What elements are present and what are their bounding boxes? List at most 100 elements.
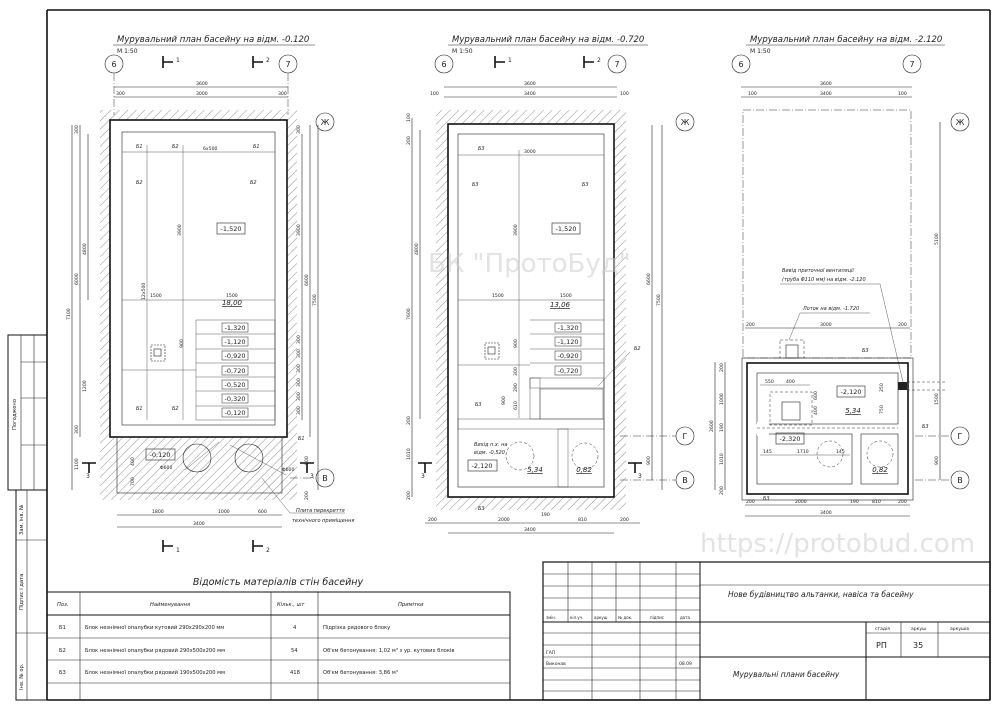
pool-wall <box>746 362 909 495</box>
drawing-line <box>554 365 582 376</box>
drawing-label: 300 <box>296 335 302 344</box>
drawing-label: М 1:50 <box>750 48 771 55</box>
drawing-label: 200 <box>620 517 629 523</box>
drawing-label: Б2 <box>172 144 179 150</box>
drawing-label: 290 <box>513 383 519 392</box>
drawing-label: 145 <box>836 449 845 455</box>
drawing-line <box>950 112 970 132</box>
plan-title: Мурувальний план басейну на відм. -0.720 <box>452 35 644 45</box>
drawing-label: 1710 <box>797 449 809 455</box>
drawing-label: Блок незнімної опалубки кутовий 290х290х… <box>85 624 224 631</box>
drawing-line <box>898 382 907 390</box>
drawing-line <box>434 54 454 74</box>
drawing-line <box>816 440 844 468</box>
drawing-label: 6600 <box>646 273 652 285</box>
drawing-line <box>182 443 212 473</box>
drawing-line <box>757 422 769 436</box>
header-pos: Поз. <box>57 602 68 608</box>
drawing-label: 200 <box>746 322 755 328</box>
drawing-label: Б1 <box>136 144 143 150</box>
title-block: змін. кіл.уч. аркуш № док. підпис дата Г… <box>542 561 991 701</box>
drawing-label: Б3 <box>763 496 770 502</box>
section-marks: 1 2 1 2 3 3 <box>82 56 314 554</box>
drawing-label: Блок незнімної опалубки рядовий 290х500х… <box>85 647 225 654</box>
drawing-label: 5,34 <box>527 466 543 474</box>
drawing-label: 1200 <box>82 380 88 392</box>
drawing-label: 200 <box>428 517 437 523</box>
drawing-label: 6000 <box>74 273 80 285</box>
side-stamp: Погоджено Зам. інв. № Підпис і дата Інв.… <box>7 334 48 701</box>
drawing-label: 3900 <box>513 224 519 236</box>
drawing-label: 300 <box>296 349 302 358</box>
drawing-line <box>675 112 695 132</box>
table-title: Відомість матеріалів стін басейну <box>193 577 364 588</box>
pool-wall <box>447 123 615 498</box>
drawing-label: Блок незнімної опалубки рядовий 190х500х… <box>85 669 225 676</box>
drawing-label: 2 <box>266 57 270 64</box>
drawing-label: 190 <box>541 512 550 518</box>
drawing-line <box>46 591 511 701</box>
slab-note: Плита перекриття <box>296 508 345 514</box>
drawing-line <box>756 433 853 485</box>
drawing-line <box>785 344 799 359</box>
drawing-line <box>505 441 535 471</box>
drawing-label: 250 <box>879 383 885 392</box>
drawing-label: 2000 <box>498 517 510 523</box>
drawing-line <box>542 561 991 701</box>
drawing-label: Б3 <box>582 182 589 188</box>
drawing-label: Б3 <box>478 506 485 512</box>
drawing-label: 1010 <box>406 448 412 460</box>
drawing-label: Об'єм бетонування: 1,02 м³ з ур. кутових… <box>323 648 454 654</box>
drawing-line <box>879 283 904 383</box>
drawing-line <box>315 468 335 488</box>
drawing-label: 3600 <box>820 81 832 87</box>
drawing-label: 3600 <box>196 81 208 87</box>
drawing-label: 100 <box>430 91 439 97</box>
drawing-label: 100 <box>620 91 629 97</box>
pool-elevation: -1,520 <box>221 225 242 233</box>
drawing-label: 1000 <box>719 393 725 405</box>
drawing-label: 4800 <box>82 243 88 255</box>
drawing-line <box>216 222 246 235</box>
drawing-line <box>554 322 582 333</box>
drawing-label: 54 <box>291 648 298 654</box>
drawing-label: аркуш <box>911 627 926 632</box>
drawing-label: Б3 <box>59 670 66 676</box>
drawing-label: 750 <box>879 405 885 414</box>
plan-title: Мурувальний план басейну на відм. -0.120 <box>117 35 309 45</box>
drawing-line <box>221 393 249 404</box>
drawing-label: 3400 <box>524 91 536 97</box>
drawing-label: 3900 <box>296 224 302 236</box>
drawing-label: 300 <box>74 425 80 434</box>
drawing-label: -1,320 <box>558 324 579 332</box>
drawing-label: Б3 <box>472 182 479 188</box>
drawing-label: 100 <box>748 91 757 97</box>
elevation-2120: -2,120 <box>841 388 862 396</box>
drawing-label: -0,320 <box>225 395 246 403</box>
axis-g: Г <box>683 432 688 441</box>
drawing-label: 4800 <box>414 243 420 255</box>
drawing-label: 300 <box>296 378 302 387</box>
drawing-label: 700 <box>130 477 136 486</box>
drawing-label: Б1 <box>298 436 305 442</box>
drawing-line <box>162 56 173 68</box>
drawing-label: 1500 <box>150 293 162 299</box>
drawing-label: -0,920 <box>558 352 579 360</box>
drawing-label: 600 <box>813 391 819 400</box>
drawing-label: -1,120 <box>225 338 246 346</box>
drawing-line <box>234 443 264 473</box>
drawing-label: Підрізка рядового блоку <box>323 625 390 631</box>
drawing-label: 7500 <box>312 294 318 306</box>
drawing-label: -0,920 <box>225 352 246 360</box>
drawing-label: 300 <box>296 125 302 134</box>
drawing-label: 900 <box>646 456 652 465</box>
drawing-line <box>300 462 314 473</box>
plan-elev-2120: Мурувальний план басейну на відм. -2.120… <box>709 35 970 517</box>
drawing-line <box>554 350 582 361</box>
drawing-label: 200 <box>406 416 412 425</box>
drawing-label: 200 <box>898 499 907 505</box>
drawing-label: -0,120 <box>225 409 246 417</box>
table-row: Б3 Блок незнімної опалубки рядовий 190х5… <box>59 669 398 676</box>
drawing-label: 1 <box>508 57 512 64</box>
